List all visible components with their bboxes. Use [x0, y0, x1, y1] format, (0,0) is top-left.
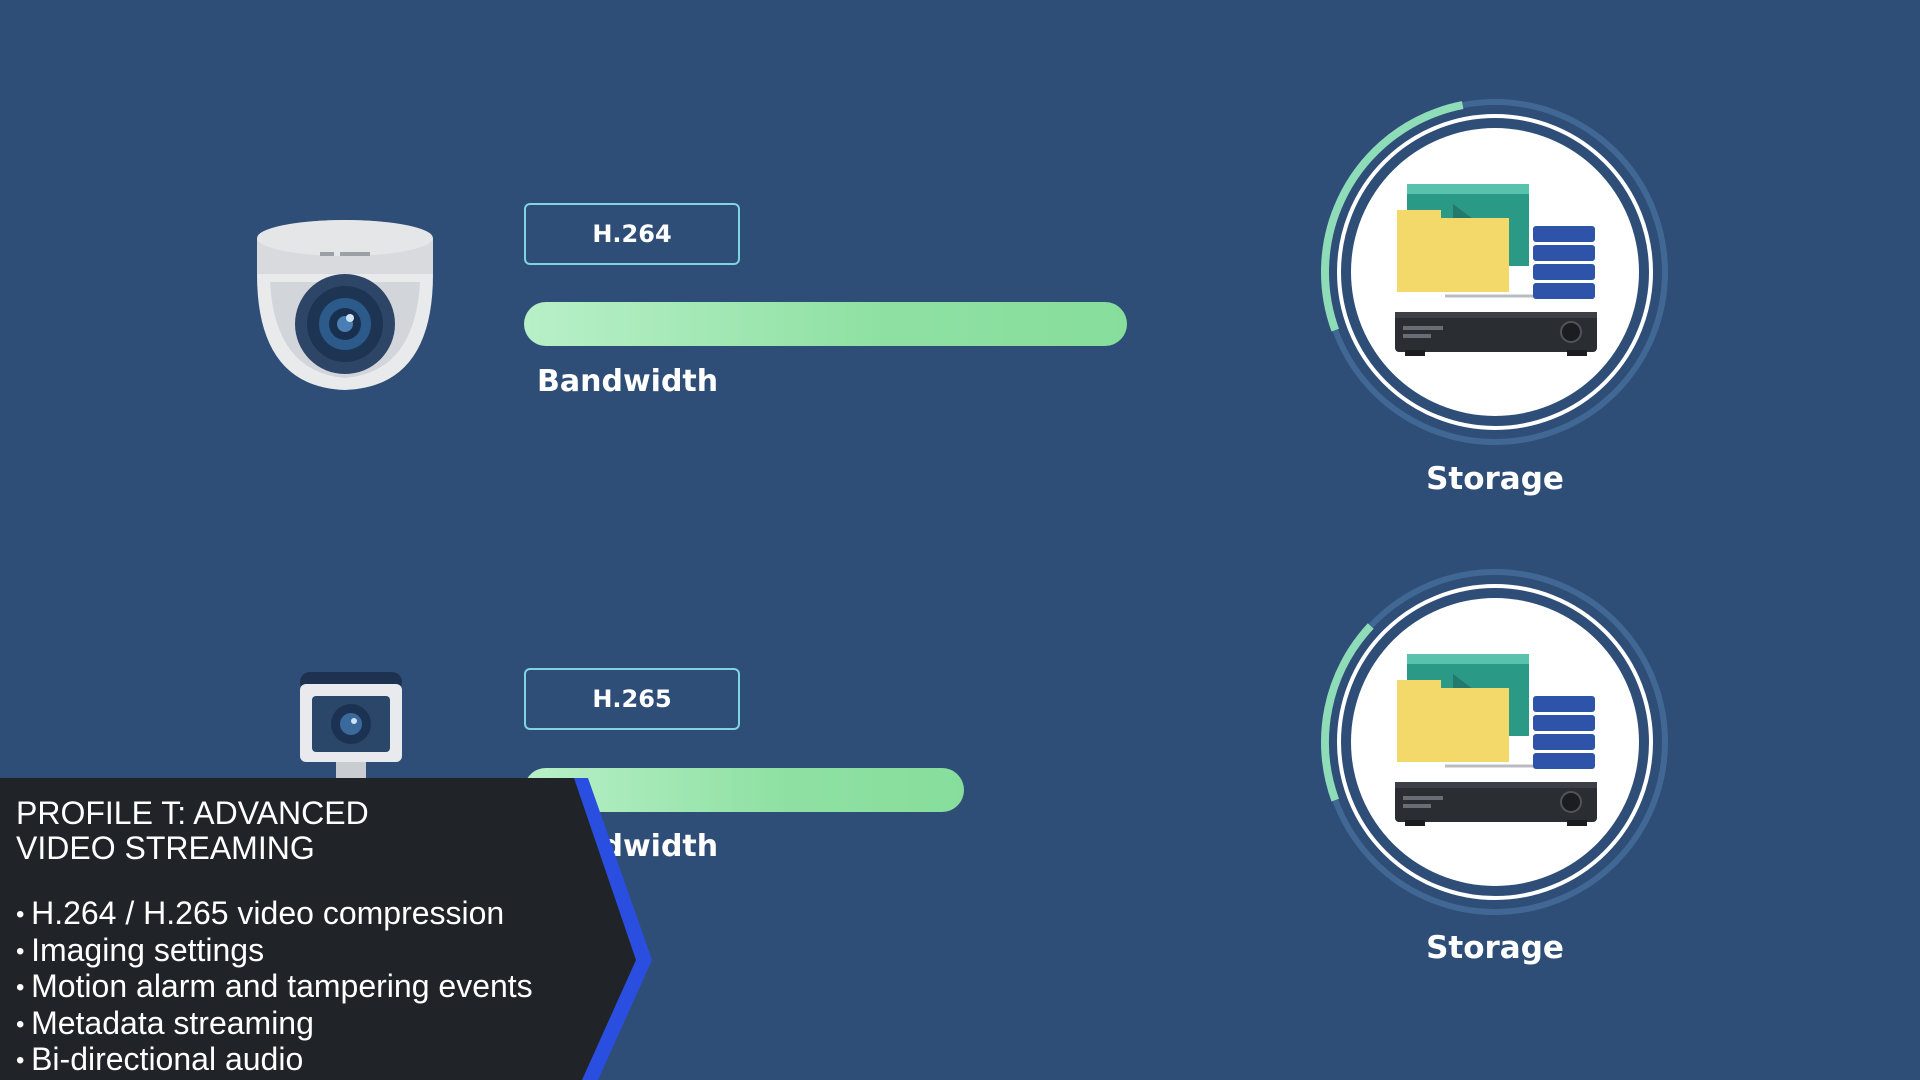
feature-item: Metadata streaming [16, 1005, 533, 1043]
storage-label-h265: Storage [1426, 930, 1564, 966]
profile-overlay-panel: PROFILE T: ADVANCED VIDEO STREAMING H.26… [0, 778, 660, 1080]
feature-item: Bi-directional audio [16, 1042, 533, 1079]
feature-item: Motion alarm and tampering events [16, 969, 533, 1006]
overlay-title-line1: PROFILE T: ADVANCED [16, 795, 369, 831]
feature-item: Imaging settings [16, 932, 533, 970]
codec-label-h264: H.264 [524, 203, 740, 265]
codec-label-h265: H.265 [524, 668, 740, 730]
bullet-camera-icon [300, 672, 402, 780]
bandwidth-label-h264: Bandwidth [537, 364, 719, 399]
dome-camera-icon [257, 220, 433, 390]
overlay-title-line2: VIDEO STREAMING [16, 830, 315, 866]
bandwidth-bar-fill [524, 302, 1127, 346]
storage-nvr-icon [1321, 98, 1669, 446]
bandwidth-bar-h264 [524, 302, 1127, 346]
storage-label-h264: Storage [1426, 461, 1564, 497]
feature-list: H.264 / H.265 video compression Imaging … [16, 896, 533, 1079]
overlay-title: PROFILE T: ADVANCED VIDEO STREAMING [16, 796, 576, 866]
storage-nvr-icon [1321, 568, 1669, 916]
feature-item: H.264 / H.265 video compression [16, 896, 533, 933]
